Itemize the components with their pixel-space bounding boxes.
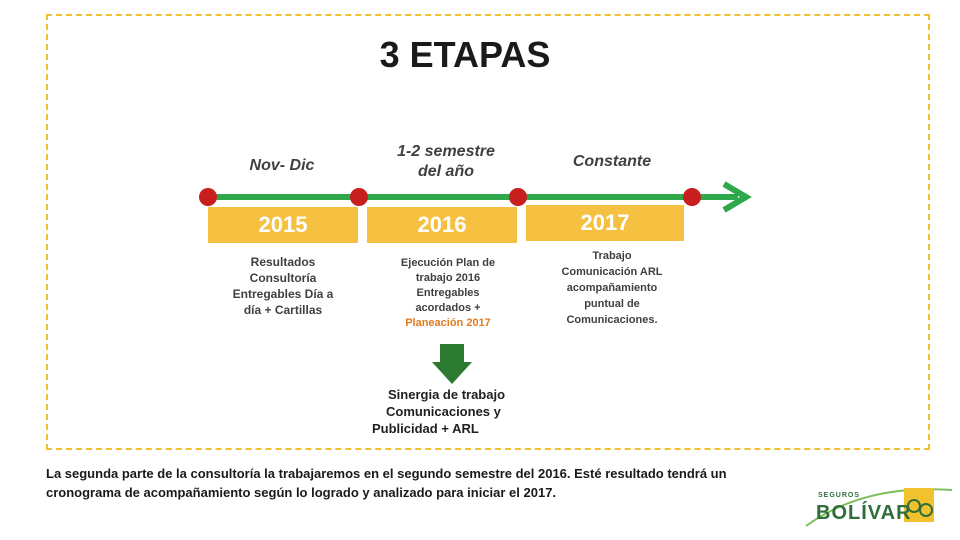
stage-2-period: 1-2 semestre del año xyxy=(372,142,520,182)
logo-big-text: BOLÍVAR xyxy=(816,502,912,524)
milestone-dot-4 xyxy=(683,188,701,206)
stage-1-desc-line: Entregables Día a xyxy=(232,287,334,301)
stage-3-period: Constante xyxy=(572,153,652,170)
stage-3-desc-line: acompañamiento xyxy=(566,282,658,294)
stage-1-description: Resultados Consultoría Entregables Día a… xyxy=(208,254,358,318)
stage-3-desc-line: Trabajo xyxy=(592,250,632,262)
year-box-2017: 2017 xyxy=(526,205,684,241)
stage-2-highlight: Planeación 2017 xyxy=(405,317,491,329)
synergy-line: Sinergia de trabajo xyxy=(388,387,506,402)
timeline xyxy=(199,181,752,213)
synergy-line: Comunicaciones y xyxy=(386,404,501,419)
stage-3-desc-line: puntual de xyxy=(584,298,640,310)
stage-3-desc-line: Comunicaciones. xyxy=(566,314,658,326)
timeline-arrowhead xyxy=(722,181,752,213)
milestone-dot-2 xyxy=(350,188,368,206)
stage-1-period: Nov- Dic xyxy=(249,157,315,174)
stage-1-desc-line: día + Cartillas xyxy=(243,303,323,317)
stage-3-desc-line: Comunicación ARL xyxy=(561,266,663,278)
synergy-line: Publicidad + ARL xyxy=(372,421,479,436)
milestone-dot-1 xyxy=(199,188,217,206)
year-box-2016: 2016 xyxy=(367,207,517,243)
logo-small-text: SEGUROS xyxy=(818,492,861,499)
milestone-dot-3 xyxy=(509,188,527,206)
stage-2-description: Ejecución Plan de trabajo 2016 Entregabl… xyxy=(376,256,520,331)
stage-2-desc-line: Ejecución Plan de xyxy=(400,257,496,269)
dashed-frame xyxy=(46,14,930,450)
stage-2-period-line-1: 1-2 semestre xyxy=(397,143,495,160)
footer-paragraph: La segunda parte de la consultoría la tr… xyxy=(46,466,727,500)
stage-1-desc-line: Resultados xyxy=(250,255,316,269)
stage-2-period-line-2: del año xyxy=(417,163,474,180)
stage-2-desc-line: acordados + xyxy=(415,302,481,314)
stage-3-description: Trabajo Comunicación ARL acompañamiento … xyxy=(540,248,684,328)
year-box-2015: 2015 xyxy=(208,207,358,243)
stage-2-desc-line: trabajo 2016 xyxy=(415,272,481,284)
logo-swoosh-icon xyxy=(805,488,953,527)
seguros-bolivar-logo: SEGUROS BOLÍVAR xyxy=(804,486,954,530)
page-title: 3 ETAPAS xyxy=(379,34,551,75)
stage-2-desc-line: Entregables xyxy=(416,287,480,299)
synergy-text: Sinergia de trabajo Comunicaciones y Pub… xyxy=(370,386,536,437)
stage-1-desc-line: Consultoría xyxy=(249,271,317,285)
down-arrow-icon xyxy=(432,344,472,384)
